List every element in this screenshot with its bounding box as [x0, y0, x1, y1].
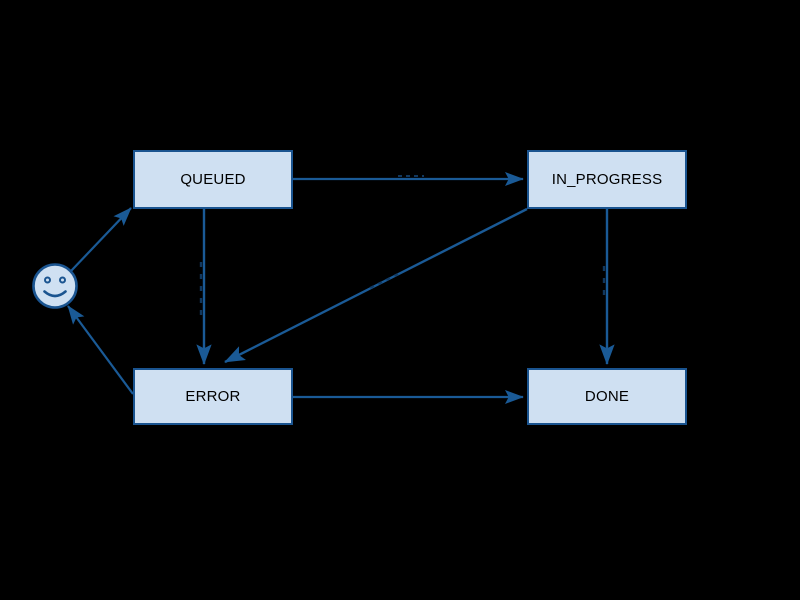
- state-node-queued[interactable]: QUEUED: [133, 150, 293, 209]
- edge-in-progress-to-error[interactable]: [224, 207, 528, 364]
- state-node-error-label: ERROR: [185, 388, 241, 405]
- state-node-in-progress[interactable]: IN_PROGRESS: [527, 150, 687, 209]
- edge-queued-to-in-progress[interactable]: [293, 171, 524, 187]
- state-node-done-label: DONE: [584, 388, 630, 405]
- smiley-mouth-icon: [43, 290, 67, 298]
- state-node-in-progress-label: IN_PROGRESS: [551, 171, 663, 188]
- edge-start-to-queued[interactable]: [70, 207, 132, 272]
- edge-error-to-start[interactable]: [67, 305, 134, 395]
- state-node-queued-label: QUEUED: [180, 171, 246, 188]
- edge-queued-to-error[interactable]: [196, 209, 212, 365]
- start-node-smiley-icon[interactable]: [32, 263, 78, 309]
- edge-in-progress-to-done[interactable]: [599, 209, 615, 365]
- state-node-done[interactable]: DONE: [527, 368, 687, 425]
- smiley-left-eye-icon: [44, 276, 51, 284]
- state-node-error[interactable]: ERROR: [133, 368, 293, 425]
- smiley-right-eye-icon: [59, 276, 66, 284]
